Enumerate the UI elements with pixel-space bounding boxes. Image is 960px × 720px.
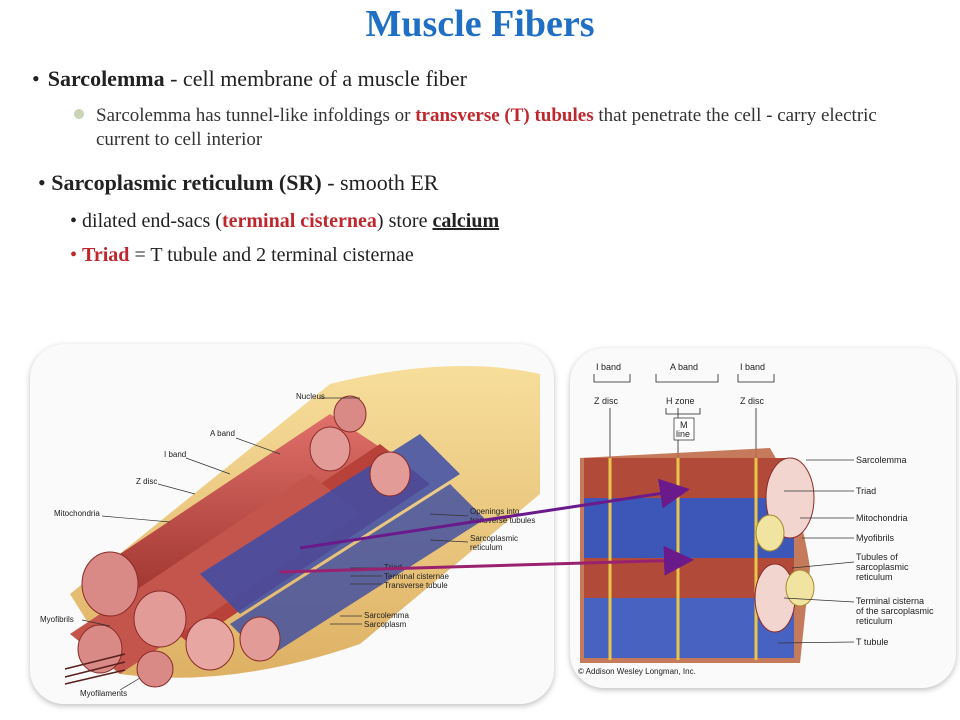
label-myofibrils: Myofibrils	[40, 615, 74, 624]
label-h-zone: H zone	[666, 396, 695, 406]
term-terminal-cisternea: terminal cisternea	[221, 210, 377, 232]
label-a-band: A band	[670, 362, 698, 372]
label-i-band-left: I band	[596, 362, 621, 372]
bullet-dot: •	[70, 244, 78, 266]
label-myofibrils: Myofibrils	[856, 533, 895, 543]
label-tubules-2: sarcoplasmic	[856, 562, 909, 572]
label-sr-1: Sarcoplasmic	[470, 534, 518, 543]
label-i-band-right: I band	[740, 362, 765, 372]
label-terminal-cisternae: Terminal cisternae	[384, 572, 449, 581]
label-mitochondria: Mitochondria	[54, 509, 100, 518]
term-triad: Triad	[82, 244, 130, 266]
bullet-dot: •	[70, 210, 78, 232]
label-tubules-1: Tubules of	[856, 552, 898, 562]
bullet-dot: •	[32, 66, 40, 91]
m-line-box	[673, 417, 695, 441]
arrow-lower	[279, 545, 694, 576]
bullet-sarcolemma: • Sarcolemma - cell membrane of a muscle …	[32, 66, 467, 92]
bullet4-mid: ) store	[376, 210, 433, 232]
label-sarcoplasm: Sarcoplasm	[364, 620, 407, 629]
bullet5-text: = T tubule and 2 terminal cisternae	[129, 244, 414, 266]
label-mitochondria: Mitochondria	[856, 513, 908, 523]
term-t-tubules: transverse (T) tubules	[415, 105, 594, 126]
label-z-disc-right: Z disc	[740, 396, 765, 406]
label-m-line-2: line	[676, 429, 690, 439]
label-nucleus: Nucleus	[296, 392, 325, 401]
bullet-cisternae: • dilated end-sacs (terminal cisternea) …	[70, 210, 499, 233]
label-tubules-3: reticulum	[856, 572, 893, 582]
page-title: Muscle Fibers	[365, 3, 595, 45]
bullet-triad: • Triad = T tubule and 2 terminal cister…	[70, 244, 414, 267]
label-sarcolemma: Sarcolemma	[364, 611, 409, 620]
label-i-band: I band	[164, 450, 186, 459]
arrow-upper	[299, 478, 690, 550]
bullet2-post: that penetrate the cell - carry electric…	[96, 105, 877, 150]
label-transverse-tubule: Transverse tubule	[384, 581, 448, 590]
bullet4-pre: dilated end-sacs (	[82, 210, 222, 232]
label-m-line-1: M	[680, 420, 688, 430]
label-triad: Triad	[856, 486, 876, 496]
label-a-band: A band	[210, 429, 235, 438]
bullet2-pre: Sarcolemma has tunnel-like infoldings or	[96, 105, 416, 126]
bullet-sr: • Sarcoplasmic reticulum (SR) - smooth E…	[38, 170, 438, 196]
label-terminal-cisterna-2: of the sarcoplasmic	[856, 606, 934, 616]
copyright-text: © Addison Wesley Longman, Inc.	[578, 667, 696, 676]
term-calcium: calcium	[432, 210, 500, 232]
label-terminal-cisterna-1: Terminal cisterna	[856, 596, 924, 606]
label-sarcolemma: Sarcolemma	[856, 455, 907, 465]
label-myofilaments: Myofilaments	[80, 689, 127, 698]
bullet-dot	[74, 109, 84, 119]
bullet-dot: •	[38, 170, 46, 195]
label-openings-1: Openings into	[470, 507, 520, 516]
bullet-t-tubules: Sarcolemma has tunnel-like infoldings or…	[74, 104, 920, 152]
myofibril-ends	[77, 395, 411, 688]
term-sarcolemma: Sarcolemma	[47, 66, 165, 91]
label-terminal-cisterna-3: reticulum	[856, 616, 893, 626]
bullet1-text: - cell membrane of a muscle fiber	[164, 66, 467, 91]
label-z-disc: Z disc	[136, 477, 157, 486]
label-z-disc-left: Z disc	[594, 396, 619, 406]
label-sr-2: reticulum	[470, 543, 503, 552]
label-openings-2: transverse tubules	[470, 516, 535, 525]
bullet3-text: - smooth ER	[321, 170, 439, 195]
term-sr: Sarcoplasmic reticulum (SR)	[51, 170, 322, 195]
myofilaments-strands	[64, 653, 126, 685]
label-t-tubule: T tubule	[856, 637, 888, 647]
